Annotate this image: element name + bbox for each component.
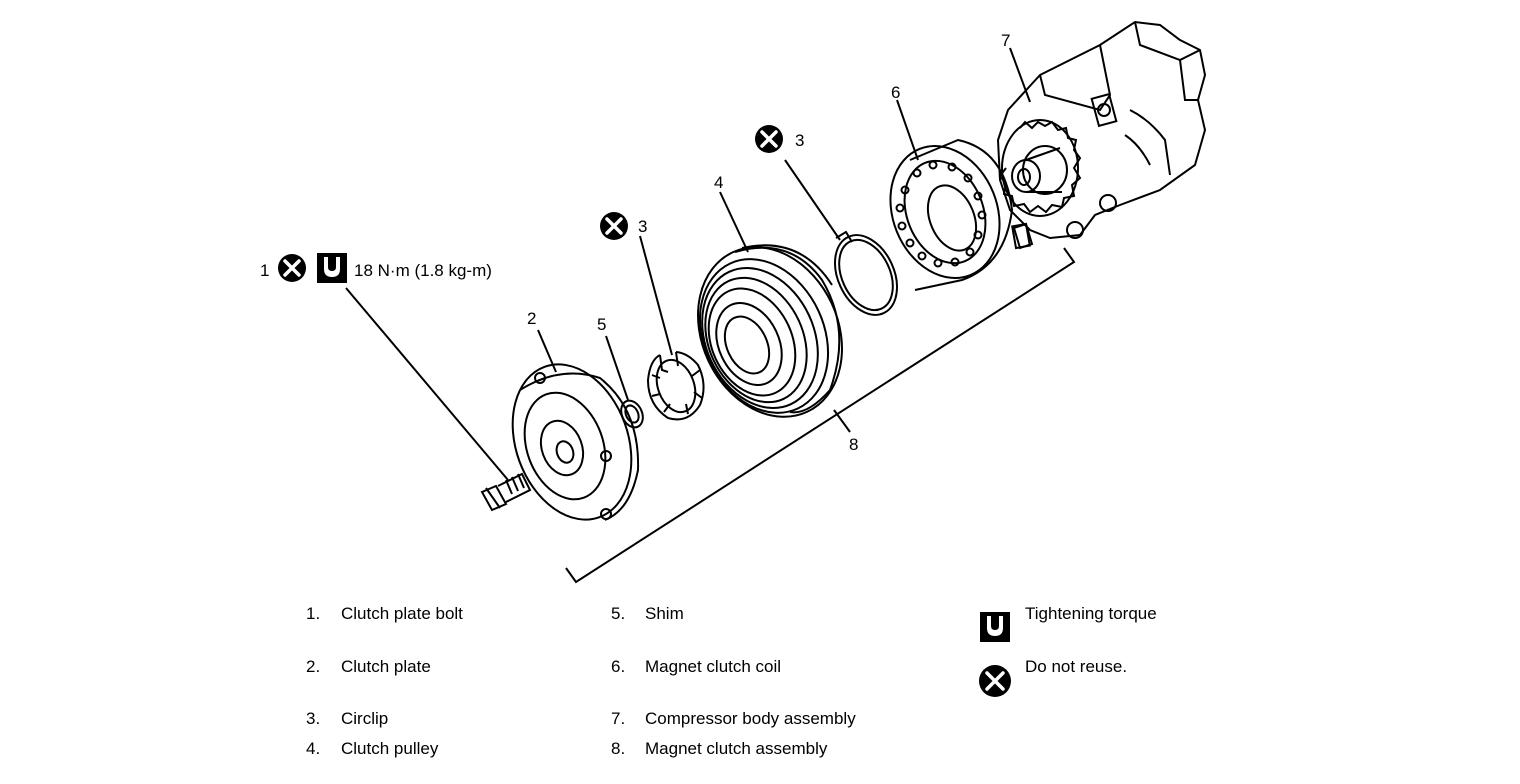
torque-wrench-icon <box>317 253 347 283</box>
callout-4: 4 <box>714 173 723 192</box>
compressor-body <box>996 20 1207 250</box>
exploded-diagram: 1 18 N·m (1.8 kg-m) 2 5 3 4 3 6 7 8 <box>260 20 1207 584</box>
callout-6: 6 <box>891 83 900 102</box>
circlip-lower <box>646 351 705 421</box>
callout-3-upper: 3 <box>795 131 804 150</box>
do-not-reuse-icon <box>753 123 785 155</box>
callout-5: 5 <box>597 315 606 334</box>
do-not-reuse-icon <box>276 252 308 284</box>
callout-7: 7 <box>1001 31 1010 50</box>
assembly-bracket <box>565 247 1076 584</box>
do-not-reuse-icon <box>598 210 630 242</box>
magnet-clutch-coil <box>889 138 1031 291</box>
clutch-pulley <box>697 244 843 418</box>
callout-1: 1 <box>260 261 269 280</box>
callout-3-lower: 3 <box>638 217 647 236</box>
clutch-plate-bolt <box>480 472 532 512</box>
circlip-upper <box>834 230 898 316</box>
clutch-plate <box>511 363 640 521</box>
callout-8: 8 <box>849 435 858 454</box>
do-not-reuse-icon <box>979 665 1011 697</box>
callout-2: 2 <box>527 309 536 328</box>
legend-noreuse-label: Do not reuse. <box>1025 657 1128 676</box>
torque-wrench-icon <box>980 612 1010 642</box>
callout-torque: 18 N·m (1.8 kg-m) <box>354 261 492 280</box>
legend-torque-label: Tightening torque <box>1025 604 1157 623</box>
